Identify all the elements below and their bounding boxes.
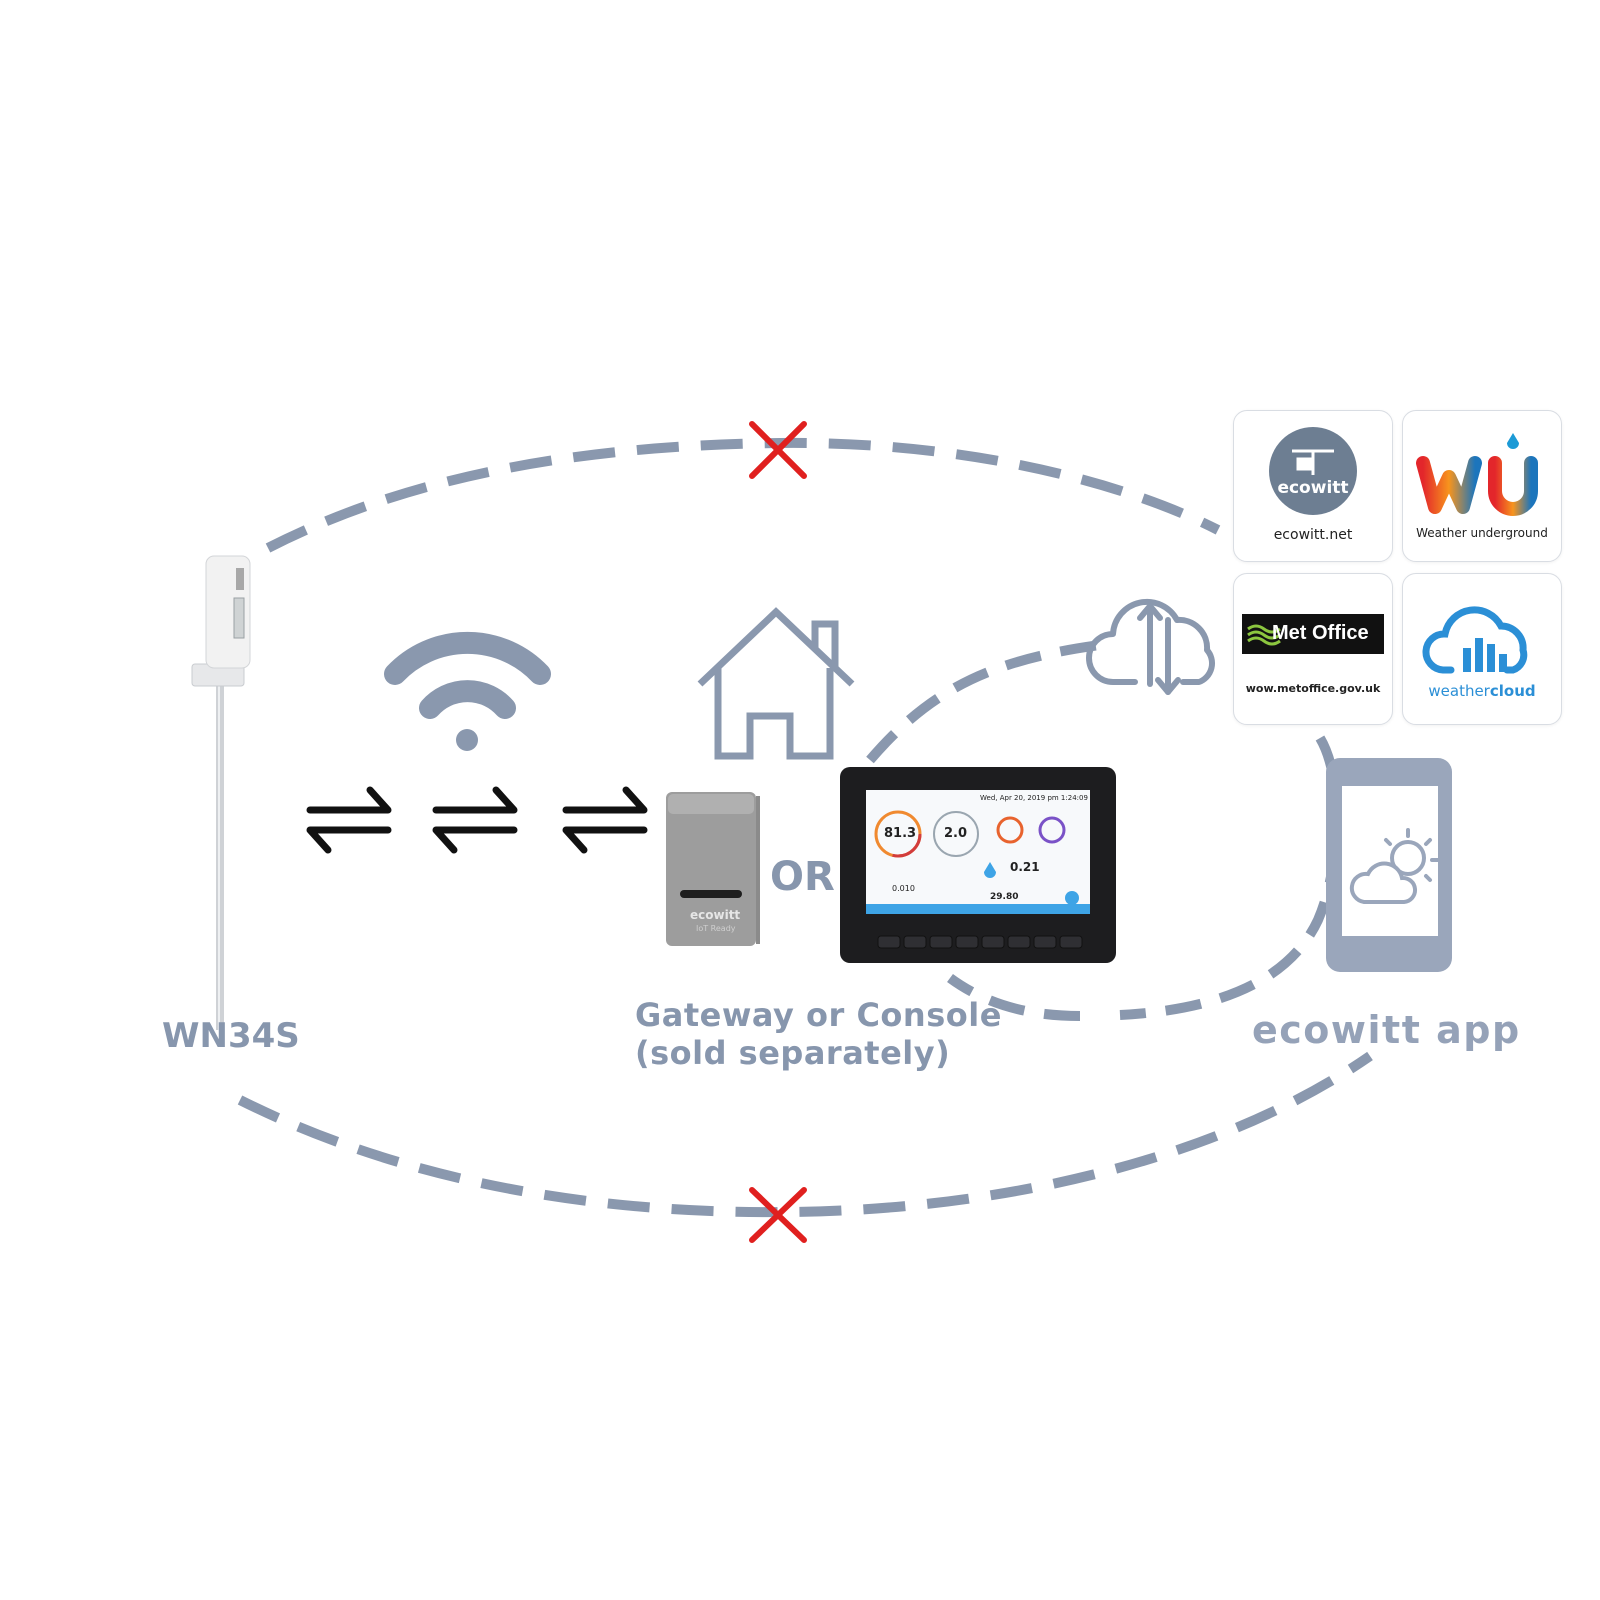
service-tile-ecowitt[interactable]: ecowitt ecowitt.net bbox=[1233, 410, 1393, 562]
ecowitt-logo-icon: ecowitt bbox=[1269, 427, 1357, 515]
svg-text:ecowitt: ecowitt bbox=[1277, 478, 1348, 498]
service-tile-weathercloud[interactable]: weathercloud bbox=[1402, 573, 1562, 725]
wu-caption: Weather underground bbox=[1416, 526, 1548, 540]
bidirectional-arrow-icon-2 bbox=[432, 786, 518, 854]
wn34s-sensor bbox=[191, 555, 251, 1030]
weathercloud-caption-suffix: cloud bbox=[1489, 682, 1536, 700]
metoffice-name: Met Office bbox=[1272, 622, 1369, 644]
service-tile-metoffice[interactable]: Met Office wow.metoffice.gov.uk bbox=[1233, 573, 1393, 725]
weathercloud-caption: weathercloud bbox=[1403, 682, 1561, 700]
cloud-sync-icon bbox=[1086, 598, 1216, 695]
weathercloud-caption-prefix: weather bbox=[1428, 682, 1490, 700]
cross-icon-top bbox=[749, 421, 807, 479]
dashed-connection-top bbox=[265, 437, 1221, 553]
bidirectional-arrow-icon-1 bbox=[306, 786, 392, 854]
dashed-connection-inner-right bbox=[1119, 735, 1342, 1020]
app-label: ecowitt app bbox=[1252, 1008, 1521, 1052]
console-temp: 81.3 bbox=[884, 826, 917, 841]
service-tile-wu[interactable]: Weather underground bbox=[1402, 410, 1562, 562]
gateway-brand: ecowitt bbox=[690, 908, 741, 922]
cross-icon-bottom bbox=[749, 1187, 807, 1243]
console-wind: 2.0 bbox=[944, 826, 968, 841]
console-rain: 0.21 bbox=[1010, 860, 1040, 874]
phone-weather-icon bbox=[1326, 758, 1452, 972]
console-pressure: 29.80 bbox=[990, 892, 1019, 902]
metoffice-caption: wow.metoffice.gov.uk bbox=[1245, 682, 1381, 695]
console-device bbox=[840, 767, 1116, 963]
or-label: OR bbox=[770, 854, 835, 900]
console-date: Wed, Apr 20, 2019 pm 1:24:09 bbox=[980, 794, 1088, 802]
wifi-icon bbox=[384, 631, 551, 751]
dashed-connection-inner-top bbox=[866, 640, 1101, 764]
receiver-label-line1: Gateway or Console bbox=[635, 996, 1002, 1034]
house-icon bbox=[697, 607, 855, 760]
gateway-device bbox=[666, 792, 760, 946]
weathercloud-logo-icon bbox=[1422, 606, 1528, 674]
gateway-sub: IoT Ready bbox=[696, 924, 736, 933]
metoffice-wave-icon bbox=[1247, 624, 1281, 646]
ecowitt-caption: ecowitt.net bbox=[1273, 527, 1353, 543]
metoffice-logo-box bbox=[1242, 614, 1384, 654]
receiver-label-line2: (sold separately) bbox=[635, 1034, 951, 1072]
sensor-label: WN34S bbox=[162, 1016, 300, 1056]
wu-logo-icon bbox=[1416, 433, 1538, 516]
dashed-connection-inner-bottom bbox=[947, 973, 1081, 1021]
bidirectional-arrow-icon-3 bbox=[562, 786, 648, 854]
dashed-connection-bottom bbox=[237, 1051, 1373, 1218]
console-rain-rate: 0.010 bbox=[892, 884, 915, 893]
